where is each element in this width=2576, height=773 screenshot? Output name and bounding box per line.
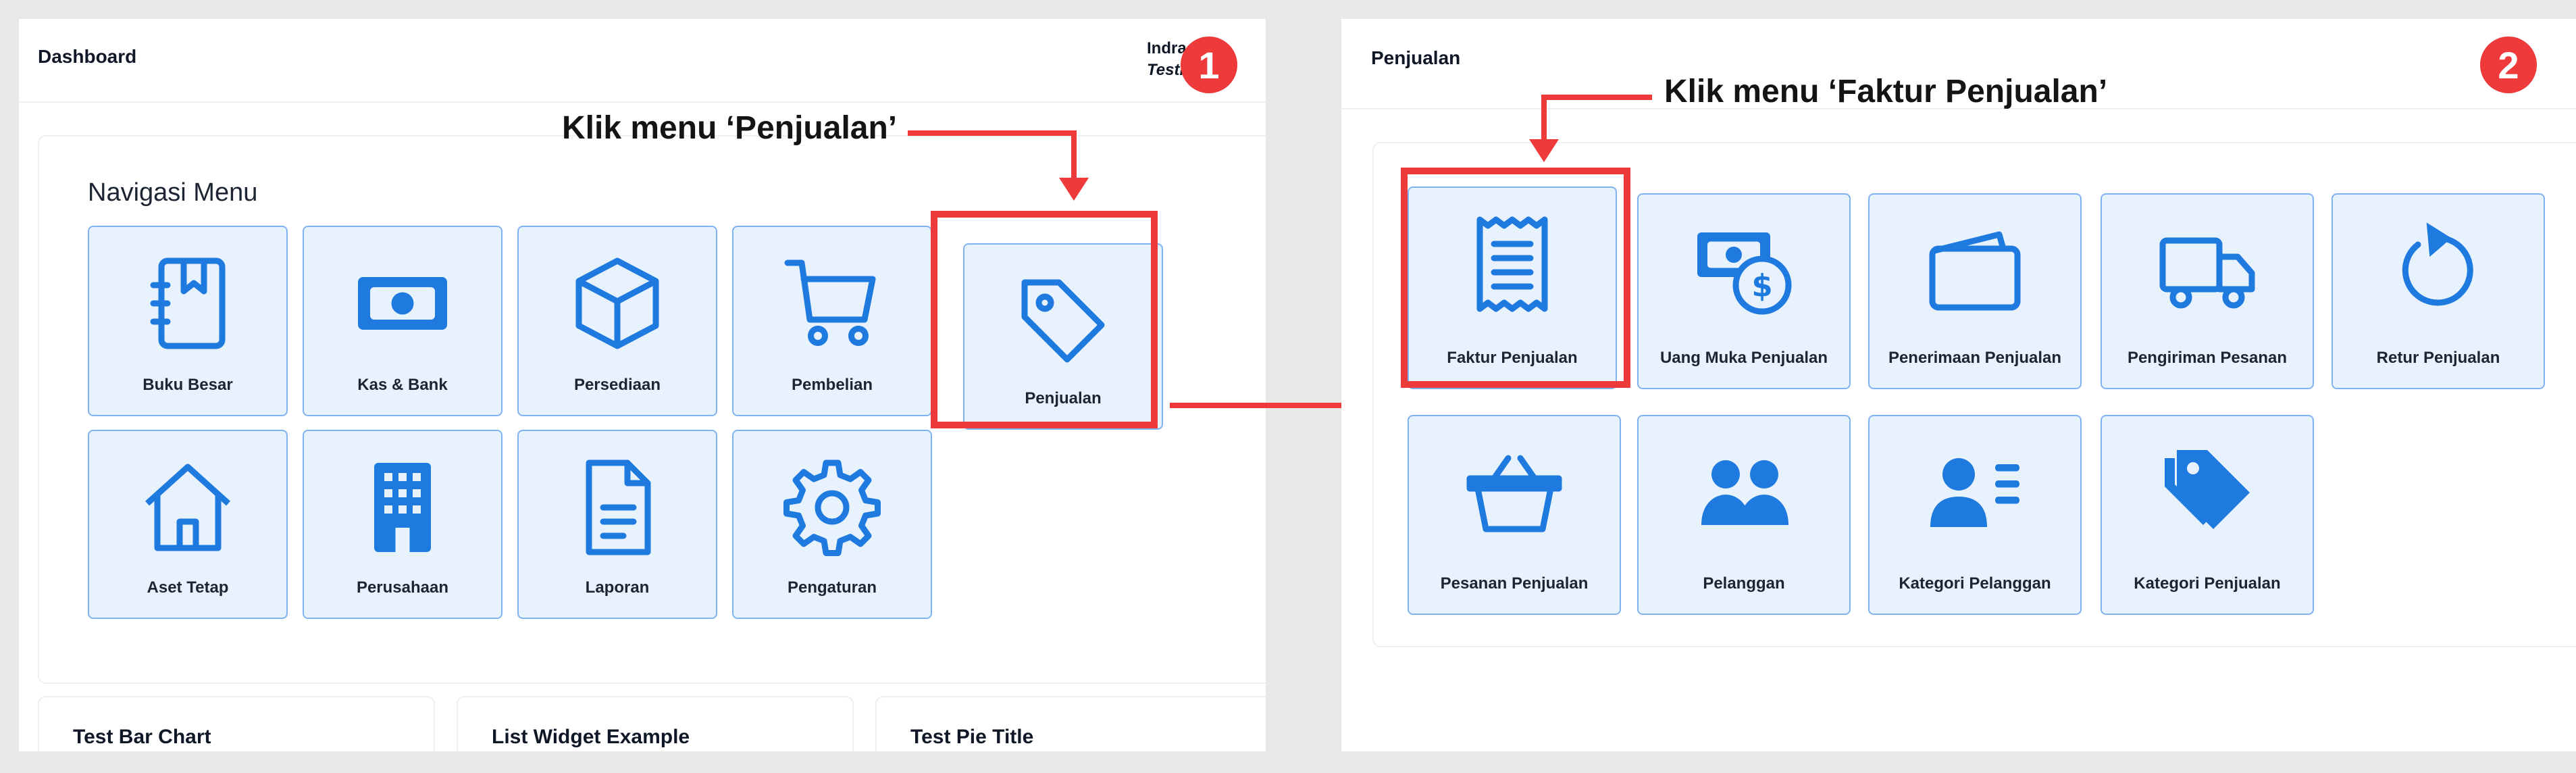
shopping-cart-icon bbox=[784, 259, 876, 346]
nav-menu-title: Navigasi Menu bbox=[88, 178, 258, 207]
list-widget-card bbox=[457, 696, 854, 751]
menu-tile-kategori-pelanggan[interactable]: Kategori Pelanggan bbox=[1868, 415, 2082, 615]
tile-label: Perusahaan bbox=[356, 578, 449, 597]
gear-icon bbox=[783, 459, 881, 556]
tile-label: Pesanan Penjualan bbox=[1440, 574, 1589, 593]
wallet-icon bbox=[1929, 231, 2021, 311]
step2-pointer-arrow bbox=[1529, 95, 1652, 162]
menu-tile-pengaturan[interactable]: Pengaturan bbox=[732, 430, 932, 619]
header-divider bbox=[1341, 108, 2576, 109]
menu-tile-retur-penjualan[interactable]: Retur Penjualan bbox=[2332, 193, 2545, 389]
step-badge-2: 2 bbox=[2480, 36, 2537, 93]
bar-chart-title: Test Bar Chart bbox=[73, 726, 211, 748]
menu-tile-pesanan-penjualan[interactable]: Pesanan Penjualan bbox=[1408, 415, 1621, 615]
bar-chart-card bbox=[38, 696, 435, 751]
box-icon bbox=[575, 257, 659, 349]
tile-label: Aset Tetap bbox=[147, 578, 229, 597]
tile-label: Pembelian bbox=[791, 376, 873, 394]
menu-tile-kas-bank[interactable]: Kas & Bank bbox=[303, 226, 503, 416]
tile-label: Uang Muka Penjualan bbox=[1659, 349, 1828, 367]
return-arrow-icon bbox=[2402, 222, 2473, 306]
tile-label: Persediaan bbox=[573, 376, 661, 394]
tile-label: Buku Besar bbox=[143, 376, 233, 394]
document-icon bbox=[586, 459, 651, 555]
menu-tile-pengiriman-pesanan[interactable]: Pengiriman Pesanan bbox=[2101, 193, 2314, 389]
step-badge-1: 1 bbox=[1181, 36, 1237, 93]
building-icon bbox=[374, 463, 431, 552]
tile-label: Laporan bbox=[585, 578, 650, 597]
menu-tile-penerimaan-penjualan[interactable]: Penerimaan Penjualan bbox=[1868, 193, 2082, 389]
house-icon bbox=[145, 464, 231, 551]
tags-icon bbox=[2165, 450, 2250, 529]
tile-label: Pengiriman Pesanan bbox=[2127, 349, 2288, 367]
highlight-faktur-penjualan bbox=[1401, 168, 1630, 388]
menu-tile-faktur-penjualan[interactable]: Faktur Penjualan bbox=[1408, 186, 1617, 389]
penjualan-panel: Penjualan Faktur Penjualan $ Uang Muka P… bbox=[1341, 19, 2576, 751]
tile-label: Pengaturan bbox=[787, 578, 877, 597]
menu-tile-buku-besar[interactable]: Buku Besar bbox=[88, 226, 288, 416]
user-role: Testi bbox=[1147, 61, 1185, 79]
shopping-basket-icon bbox=[1466, 455, 1562, 532]
step2-instruction: Klik menu ‘Faktur Penjualan’ bbox=[1664, 74, 2108, 109]
step1-pointer-arrow bbox=[908, 130, 1089, 201]
user-name: Indra bbox=[1147, 39, 1187, 57]
tile-label: Penjualan bbox=[1025, 389, 1102, 407]
menu-tile-kategori-penjualan[interactable]: Kategori Penjualan bbox=[2101, 415, 2314, 615]
pie-chart-card bbox=[875, 696, 1266, 751]
menu-tile-pelanggan[interactable]: Pelanggan bbox=[1637, 415, 1851, 615]
menu-tile-pembelian[interactable]: Pembelian bbox=[732, 226, 932, 416]
tile-label: Kategori Penjualan bbox=[2134, 574, 2281, 593]
page-title: Penjualan bbox=[1371, 47, 1461, 68]
page-title: Dashboard bbox=[38, 46, 137, 67]
ledger-book-icon bbox=[150, 257, 226, 349]
user-info[interactable]: Indra Testi bbox=[1147, 39, 1187, 80]
svg-text:$: $ bbox=[1751, 268, 1772, 304]
users-icon bbox=[1701, 460, 1788, 525]
banknote-icon bbox=[358, 277, 447, 330]
cash-payment-icon: $ bbox=[1697, 232, 1792, 315]
price-tag-icon bbox=[1021, 279, 1105, 363]
delivery-truck-icon bbox=[2159, 237, 2255, 309]
contact-card-icon bbox=[1930, 458, 2019, 527]
tile-label: Penerimaan Penjualan bbox=[1888, 349, 2062, 367]
tile-label: Faktur Penjualan bbox=[1447, 349, 1578, 367]
step1-instruction: Klik menu ‘Penjualan’ bbox=[562, 110, 898, 146]
receipt-icon bbox=[1476, 216, 1548, 312]
tile-label: Kategori Pelanggan bbox=[1899, 574, 2051, 593]
menu-tile-persediaan[interactable]: Persediaan bbox=[517, 226, 717, 416]
header-divider bbox=[19, 101, 1266, 103]
dashboard-panel: Dashboard Indra Testi Navigasi Menu Buku… bbox=[19, 19, 1266, 751]
tile-label: Pelanggan bbox=[1703, 574, 1785, 593]
tile-label: Kas & Bank bbox=[357, 376, 448, 394]
menu-tile-perusahaan[interactable]: Perusahaan bbox=[303, 430, 503, 619]
menu-tile-laporan[interactable]: Laporan bbox=[517, 430, 717, 619]
menu-tile-penjualan[interactable]: Penjualan bbox=[963, 243, 1163, 430]
menu-tile-aset-tetap[interactable]: Aset Tetap bbox=[88, 430, 288, 619]
pie-chart-title: Test Pie Title bbox=[910, 726, 1034, 748]
menu-tile-uang-muka-penjualan[interactable]: $ Uang Muka Penjualan bbox=[1637, 193, 1851, 389]
tile-label: Retur Penjualan bbox=[2376, 349, 2500, 367]
highlight-penjualan bbox=[931, 211, 1158, 428]
list-widget-title: List Widget Example bbox=[492, 726, 690, 748]
